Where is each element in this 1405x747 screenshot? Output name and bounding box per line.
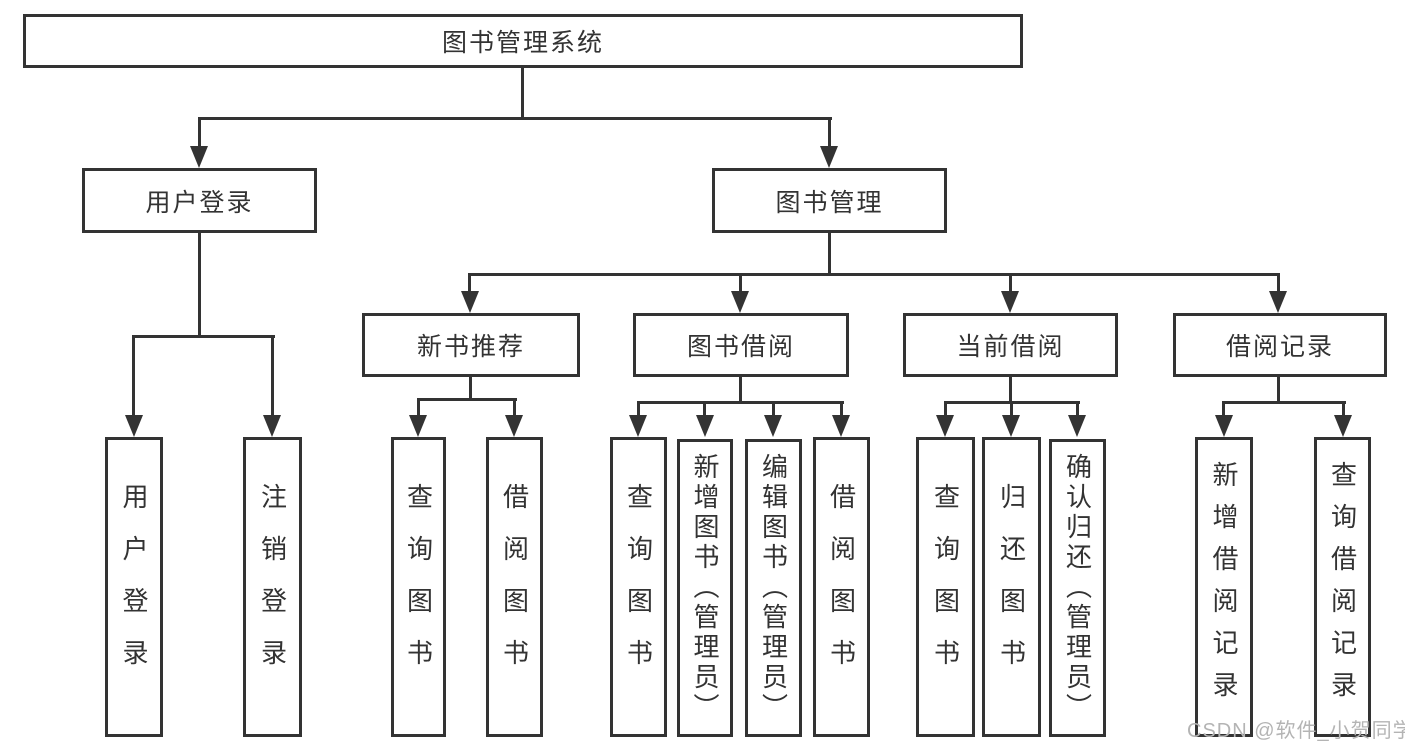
connector-line bbox=[944, 401, 947, 417]
connector-line bbox=[772, 401, 775, 417]
connector-line bbox=[469, 377, 472, 401]
connector-line bbox=[1342, 401, 1345, 417]
connector-line bbox=[468, 273, 1280, 276]
leaf-cb-return-books: 归还图书 bbox=[982, 437, 1041, 737]
connector-line bbox=[132, 335, 135, 417]
node-book-management: 图书管理 bbox=[712, 168, 947, 233]
leaf-nb-borrow-books-label: 借阅图书 bbox=[499, 483, 530, 691]
connector-line bbox=[198, 117, 832, 120]
connector-line bbox=[1222, 401, 1346, 404]
connector-line bbox=[1222, 401, 1225, 417]
node-user-login-label: 用户登录 bbox=[145, 188, 254, 217]
connector-line bbox=[513, 398, 516, 418]
leaf-rec-query-borrow-record: 查询借阅记录 bbox=[1314, 437, 1371, 737]
leaf-rec-add-borrow-record-label: 新增借阅记录 bbox=[1209, 461, 1239, 713]
arrow-down bbox=[263, 415, 281, 437]
leaf-bb-edit-books-admin-label: 编辑图书（管理员） bbox=[758, 453, 789, 723]
leaf-bb-query-books-label: 查询图书 bbox=[623, 483, 654, 691]
connector-line bbox=[271, 335, 274, 417]
node-book-borrow: 图书借阅 bbox=[633, 313, 849, 377]
connector-line bbox=[198, 117, 201, 149]
leaf-logout-label: 注销登录 bbox=[257, 483, 288, 691]
leaf-bb-borrow-books: 借阅图书 bbox=[813, 437, 870, 737]
node-new-book-recommend-label: 新书推荐 bbox=[416, 333, 525, 361]
connector-line bbox=[1277, 377, 1280, 404]
leaf-bb-borrow-books-label: 借阅图书 bbox=[826, 483, 857, 691]
node-current-borrow-label: 当前借阅 bbox=[956, 333, 1065, 361]
arrow-down bbox=[505, 415, 523, 437]
connector-line bbox=[1277, 273, 1280, 295]
node-book-borrow-label: 图书借阅 bbox=[686, 333, 795, 361]
connector-line bbox=[828, 117, 831, 149]
connector-line bbox=[417, 398, 420, 418]
arrow-down bbox=[696, 415, 714, 437]
arrow-down bbox=[1068, 415, 1086, 437]
node-new-book-recommend: 新书推荐 bbox=[362, 313, 580, 377]
arrow-down bbox=[764, 415, 782, 437]
connector-line bbox=[1009, 377, 1012, 404]
connector-line bbox=[521, 68, 524, 120]
leaf-cb-confirm-return-admin-label: 确认归还（管理员） bbox=[1062, 453, 1093, 723]
connector-line bbox=[132, 335, 275, 338]
leaf-logout: 注销登录 bbox=[243, 437, 302, 737]
arrow-down bbox=[1334, 415, 1352, 437]
connector-line bbox=[739, 273, 742, 295]
connector-line bbox=[703, 401, 706, 417]
leaf-bb-add-books-admin-label: 新增图书（管理员） bbox=[690, 453, 720, 723]
leaf-cb-return-books-label: 归还图书 bbox=[996, 483, 1027, 691]
arrow-down bbox=[629, 415, 647, 437]
arrow-down bbox=[1002, 415, 1020, 437]
arrow-down bbox=[1269, 291, 1287, 313]
leaf-nb-query-books: 查询图书 bbox=[391, 437, 446, 737]
connector-line bbox=[828, 233, 831, 276]
leaf-user-login: 用户登录 bbox=[105, 437, 163, 737]
arrow-down bbox=[820, 146, 838, 168]
node-root-system: 图书管理系统 bbox=[23, 14, 1023, 68]
leaf-bb-edit-books-admin: 编辑图书（管理员） bbox=[745, 439, 802, 737]
node-borrow-records-label: 借阅记录 bbox=[1225, 333, 1334, 361]
leaf-bb-query-books: 查询图书 bbox=[610, 437, 667, 737]
node-borrow-records: 借阅记录 bbox=[1173, 313, 1387, 377]
leaf-user-login-label: 用户登录 bbox=[119, 483, 149, 691]
arrow-down bbox=[190, 146, 208, 168]
leaf-cb-query-books: 查询图书 bbox=[916, 437, 975, 737]
connector-line bbox=[198, 233, 201, 338]
leaf-nb-borrow-books: 借阅图书 bbox=[486, 437, 543, 737]
arrow-down bbox=[1215, 415, 1233, 437]
arrow-down bbox=[1001, 291, 1019, 313]
connector-line bbox=[637, 401, 640, 417]
leaf-cb-query-books-label: 查询图书 bbox=[930, 483, 961, 691]
leaf-cb-confirm-return-admin: 确认归还（管理员） bbox=[1049, 439, 1106, 737]
connector-line bbox=[739, 377, 742, 404]
arrow-down bbox=[832, 415, 850, 437]
arrow-down bbox=[409, 415, 427, 437]
arrow-down bbox=[731, 291, 749, 313]
connector-line bbox=[1010, 401, 1013, 417]
arrow-down bbox=[461, 291, 479, 313]
connector-line bbox=[840, 401, 843, 417]
connector-line bbox=[468, 273, 471, 295]
node-book-management-label: 图书管理 bbox=[775, 188, 884, 217]
connector-line bbox=[637, 401, 844, 404]
connector-line bbox=[1009, 273, 1012, 295]
leaf-nb-query-books-label: 查询图书 bbox=[403, 483, 434, 691]
csdn-watermark: CSDN @软件_小贺同学 bbox=[1187, 720, 1405, 742]
arrow-down bbox=[936, 415, 954, 437]
leaf-rec-query-borrow-record-label: 查询借阅记录 bbox=[1327, 461, 1358, 713]
arrow-down bbox=[125, 415, 143, 437]
node-root-system-label: 图书管理系统 bbox=[441, 29, 604, 57]
leaf-rec-add-borrow-record: 新增借阅记录 bbox=[1195, 437, 1253, 737]
connector-line bbox=[417, 398, 517, 401]
connector-line bbox=[1076, 401, 1079, 417]
leaf-bb-add-books-admin: 新增图书（管理员） bbox=[677, 439, 733, 737]
node-user-login: 用户登录 bbox=[82, 168, 317, 233]
node-current-borrow: 当前借阅 bbox=[903, 313, 1118, 377]
